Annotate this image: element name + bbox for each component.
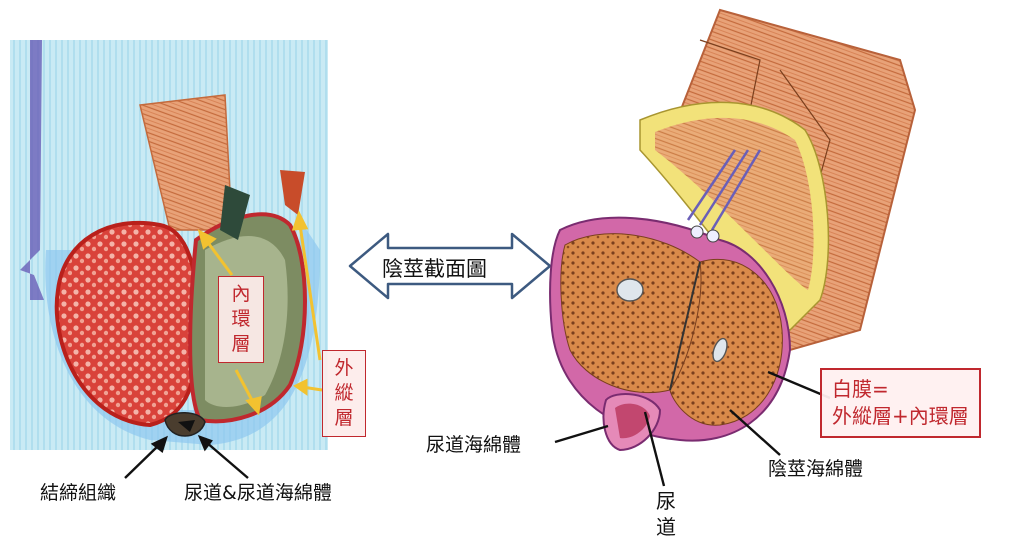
connective-tissue-label: 結締組織 (40, 482, 117, 504)
inner-layer-label: 內 環 層 (218, 276, 264, 364)
right-penis-illustration (549, 8, 917, 452)
right-pointer-lines (554, 370, 831, 487)
cavernosum-label: 陰莖海綿體 (768, 458, 864, 480)
outer-layer-label: 外 縱 層 (322, 350, 366, 438)
inner-layer-arrows (197, 210, 323, 416)
left-pointer-lines (124, 434, 249, 479)
tunica-label: 白膜= 外縱層+內環層 (820, 368, 981, 438)
spongiosum-label: 尿道海綿體 (426, 434, 522, 456)
urethra-spongiosum-label: 尿道&尿道海綿體 (184, 482, 332, 504)
cross-section-arrow (348, 232, 552, 300)
left-cross-section (10, 40, 328, 450)
urethra-label: 尿 道 (656, 489, 676, 539)
cross-section-label: 陰莖截面圖 (382, 257, 487, 281)
